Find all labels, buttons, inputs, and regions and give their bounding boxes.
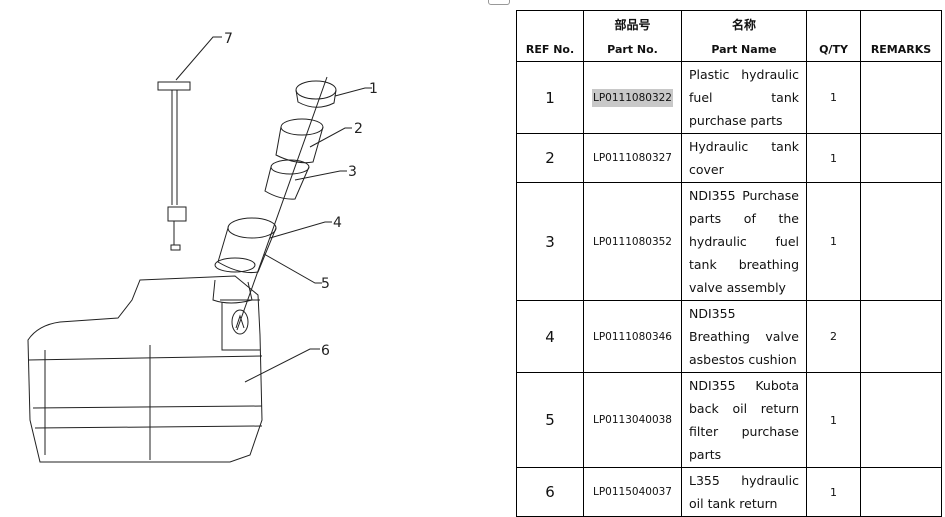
ref-cell: 4 [516,300,584,373]
part-no-cell: LP0111080322 [583,61,682,134]
qty-cell: 2 [806,300,861,373]
table-row: 4 LP0111080346 NDI355 Breathing valve as… [516,300,942,373]
callout-4: 4 [333,215,342,231]
sender-rod-part-7 [157,81,191,251]
part-name-cell: Hydraulic tank cover [681,133,807,183]
remarks-cell [860,61,942,134]
filter-part-3 [264,159,310,200]
remarks-cell [860,300,942,373]
part-no-cell: LP0111080346 [583,300,682,373]
part-no-cell: LP0115040037 [583,467,682,517]
header-part-no-zh: 部品号 [614,18,651,32]
ref-cell: 1 [516,61,584,134]
part-no-highlighted[interactable]: LP0111080322 [592,88,673,107]
qty-cell: 1 [806,61,861,134]
callout-1: 1 [369,81,378,97]
header-remarks-en: REMARKS [870,43,932,56]
table-row: 2 LP0111080327 Hydraulic tank cover 1 [516,133,942,183]
valve-part-4-5 [214,217,277,273]
callout-7: 7 [224,31,233,47]
tank-part-6 [27,275,263,463]
axis-line [236,76,328,331]
header-part-name: 名称 Part Name [681,10,807,62]
remarks-cell [860,182,942,301]
part-name-cell: NDI355 Purchase parts of the hydraulic f… [681,182,807,301]
part-name-cell: Plastic hydraulic fuel tank purchase par… [681,61,807,134]
table-header-row: REF No. 部品号 Part No. 名称 Part Name Q/TY REM… [516,10,942,62]
remarks-cell [860,467,942,517]
leader-lines [175,36,372,383]
qty-cell: 1 [806,133,861,183]
callout-6: 6 [321,343,330,359]
part-name-cell: NDI355 Kubota back oil return filter pur… [681,372,807,468]
part-name-cell: L355 hydraulic oil tank return [681,467,807,517]
qty-cell: 1 [806,372,861,468]
ref-cell: 2 [516,133,584,183]
header-qty-en: Q/TY [819,43,848,56]
part-name-cell: NDI355 Breathing valve asbestos cushion [681,300,807,373]
ref-cell: 5 [516,372,584,468]
table-row: 3 LP0111080352 NDI355 Purchase parts of … [516,182,942,301]
header-qty: Q/TY [806,10,861,62]
header-ref-en: REF No. [525,43,575,56]
qty-cell: 1 [806,467,861,517]
callout-5: 5 [321,276,330,292]
callout-2: 2 [354,121,363,137]
part-no-cell: LP0111080327 [583,133,682,183]
cap-part-1 [295,80,337,108]
header-remarks: REMARKS [860,10,942,62]
callout-3: 3 [348,164,357,180]
header-part-no: 部品号 Part No. [583,10,682,62]
table-handle[interactable] [488,0,510,5]
header-part-no-en: Part No. [607,43,658,56]
table-row: 6 LP0115040037 L355 hydraulic oil tank r… [516,467,942,517]
remarks-cell [860,372,942,468]
parts-table: REF No. 部品号 Part No. 名称 Part Name Q/TY REM… [516,10,942,517]
remarks-cell [860,133,942,183]
header-ref: REF No. [516,10,584,62]
ref-cell: 6 [516,467,584,517]
part-no-cell: LP0111080352 [583,182,682,301]
table-row: 1 LP0111080322 Plastic hydraulic fuel ta… [516,61,942,134]
header-part-name-en: Part Name [711,43,777,56]
cover-part-2 [275,118,324,164]
exploded-parts-diagram: 7 1 2 3 4 5 6 [27,31,378,463]
table-row: 5 LP0113040038 NDI355 Kubota back oil re… [516,372,942,468]
qty-cell: 1 [806,182,861,301]
header-part-name-zh: 名称 [731,18,756,32]
part-no-cell: LP0113040038 [583,372,682,468]
ref-cell: 3 [516,182,584,301]
